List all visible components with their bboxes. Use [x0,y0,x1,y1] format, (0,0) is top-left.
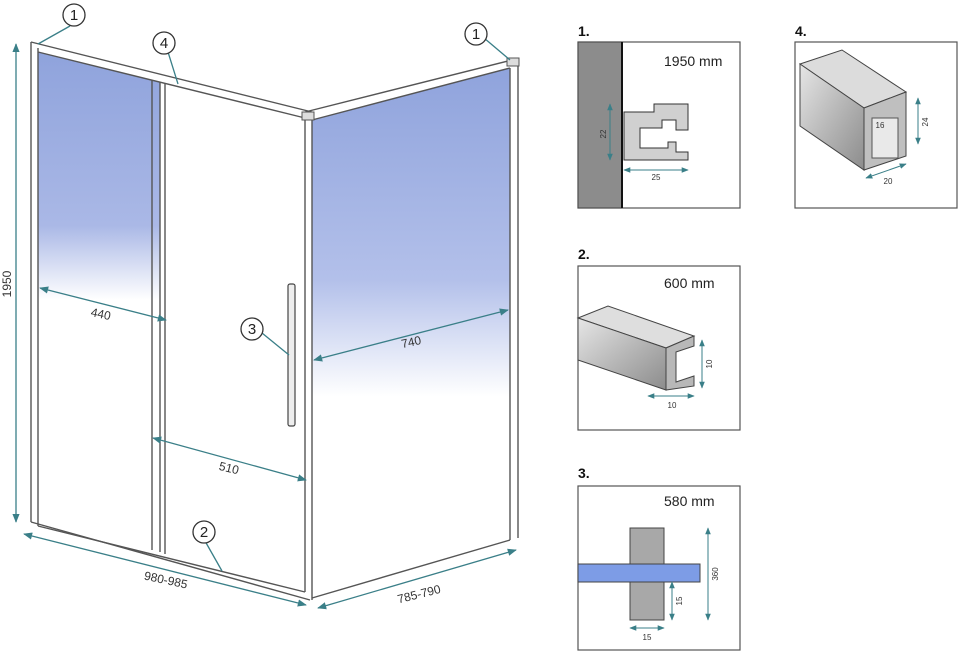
side-width-label: 785-790 [396,582,442,606]
detail-4-dim-a: 24 [921,117,930,126]
detail-1-length: 1950 mm [664,53,722,69]
height-label: 1950 [0,270,14,297]
side-panel-dimension-line [313,308,509,362]
callout-text: 3 [248,321,256,338]
side-width-dimension-line [317,548,517,610]
side-glass-panel [312,68,510,598]
detail-2-number: 2. [578,246,590,262]
detail-2-dim-a: 10 [705,359,714,368]
detail-4-dim-c: 16 [876,121,885,130]
detail-3-dim-b: 15 [643,633,652,642]
detail-3-length: 580 mm [664,493,715,509]
callout-1-top-right [464,22,488,46]
detail-3-number: 3. [578,465,590,481]
detail-4-dim-b: 20 [884,177,893,186]
side-panel-label: 740 [400,333,423,351]
wall-profile-shape [623,103,689,161]
detail-4-number: 4. [795,23,807,39]
callout-text: 4 [160,35,168,52]
detail-4-top-rail-profile: 4. 24 20 16 [794,23,958,209]
right-top-cap [506,57,520,67]
detail-2-bottom-rail-profile: 2. 600 mm 10 10 [576,246,741,431]
detail-3-handle-profile: 3. 580 mm 360 15 15 [577,465,741,651]
front-width-dimension-line [23,532,307,607]
wall-block [577,41,623,209]
fixed-panel-dimension-line [39,286,167,322]
sliding-door-glass [165,84,305,592]
door-opening-label: 510 [218,459,241,478]
front-width-label: 980-985 [143,569,189,592]
fixed-glass-panel [38,52,160,548]
detail-2-dim-b: 10 [668,401,677,410]
door-handle [287,283,296,427]
callout-3-handle [240,317,264,341]
detail-1-wall-profile: 1. 1950 mm 22 25 [577,23,741,209]
door-opening-dimension-line [152,436,307,482]
callout-text: 1 [472,26,480,43]
glass-section [577,563,701,583]
detail-3-dim-c: 15 [675,596,684,605]
callout-1-top-left [62,3,86,27]
corner-cap [301,111,315,121]
callout-4-top-rail [152,31,176,55]
detail-2-length: 600 mm [664,275,715,291]
detail-3-dim-a: 360 [711,567,720,581]
detail-1-number: 1. [578,23,590,39]
detail-1-dim-b: 25 [652,173,661,182]
callout-text: 1 [70,7,78,24]
fixed-panel-label: 440 [90,305,113,323]
callout-2-bottom-rail [192,520,216,544]
callout-text: 2 [200,524,208,541]
detail-1-dim-a: 22 [599,129,608,138]
